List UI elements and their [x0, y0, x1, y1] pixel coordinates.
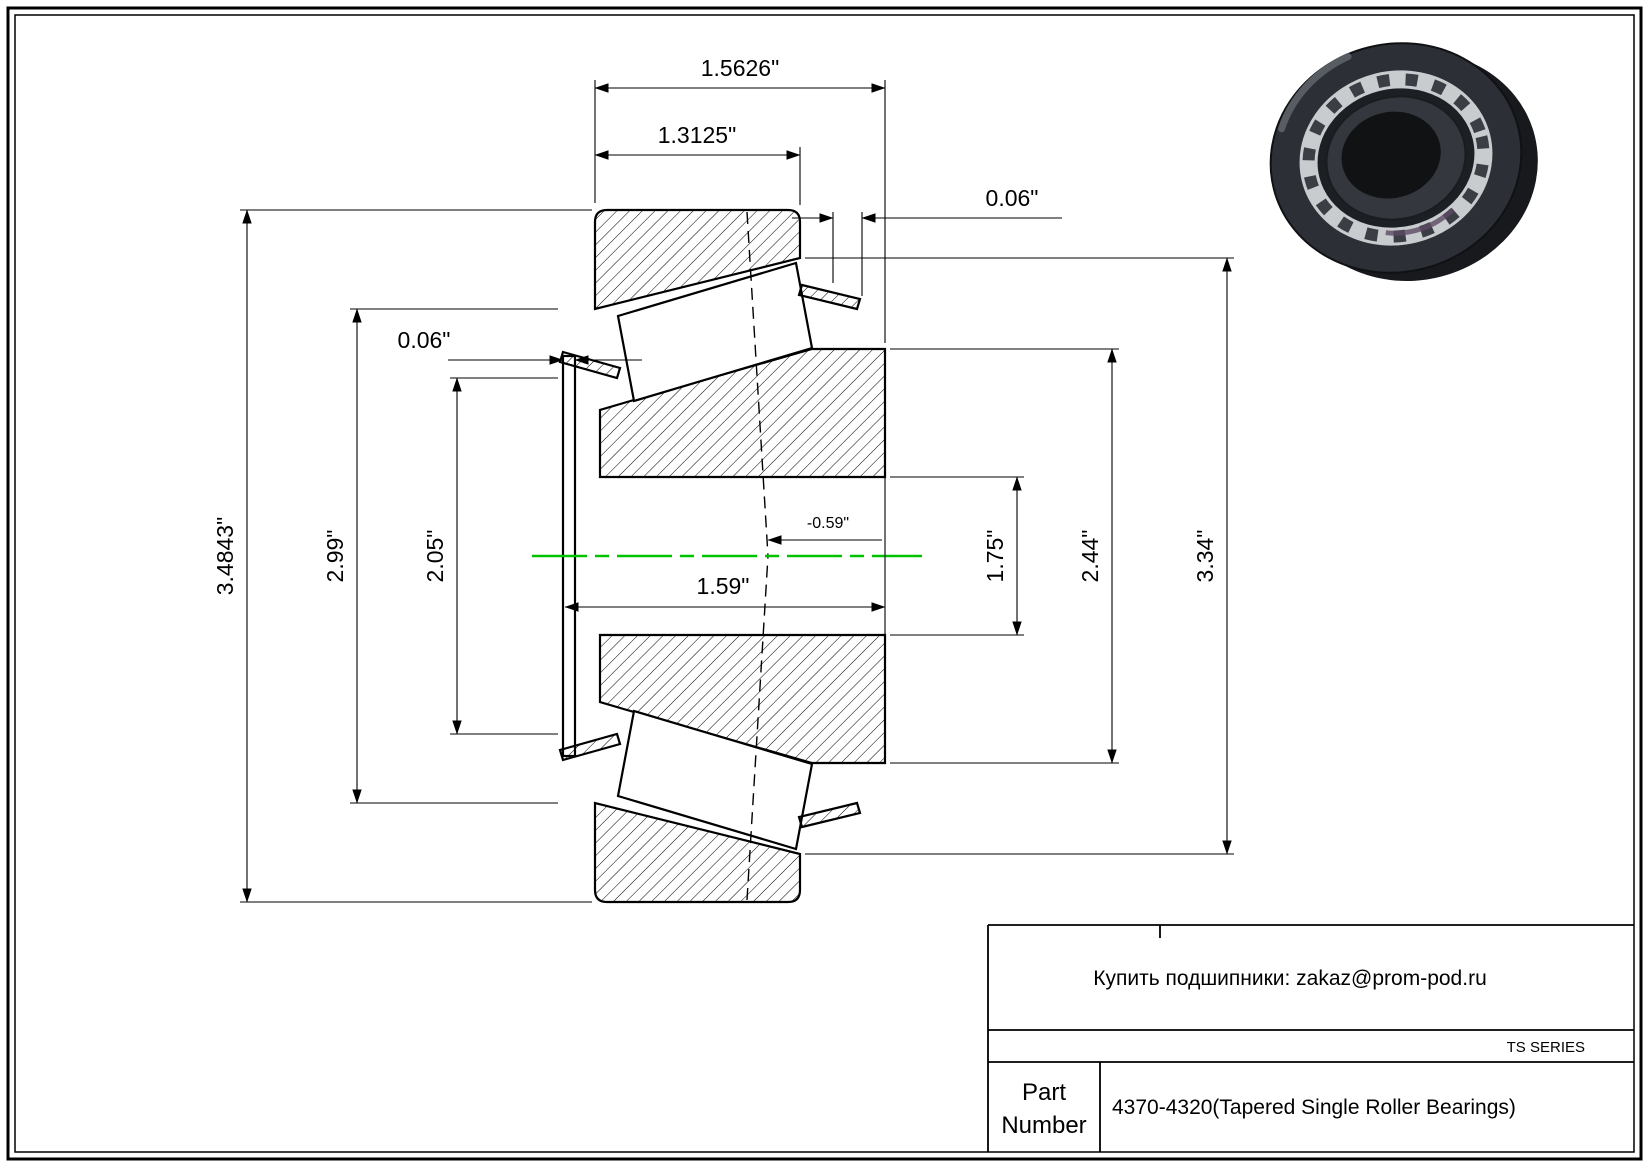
bearing-photo: [1269, 42, 1538, 281]
dim-bore: 1.75": [890, 476, 1024, 636]
dim-cup-width-label: 1.3125": [658, 122, 737, 148]
dim-cone-width-label: 1.59": [697, 573, 750, 599]
part-number-value: 4370-4320(Tapered Single Roller Bearings…: [1112, 1096, 1516, 1119]
dim-cone-od: 2.44": [890, 348, 1119, 764]
dim-standout-left: 0.06": [398, 327, 642, 365]
dim-cone-width: 1.59": [564, 477, 886, 635]
dim-outer-diameter: 3.4843": [212, 209, 592, 903]
dim-cup-inner: 2.99": [322, 308, 558, 804]
sheet-frame: [6, 6, 1643, 1161]
roller-top: [616, 261, 814, 403]
part-label-line1: Part: [1022, 1079, 1066, 1106]
series-label: TS SERIES: [1507, 1039, 1585, 1056]
vendor-contact-text: Купить подшипники: zakaz@prom-pod.ru: [1093, 967, 1487, 990]
dim-cage-inner: 2.05": [422, 377, 558, 735]
dimensions: 1.5626" 1.3125" 0.06" 0.06" 3.4843": [212, 55, 1234, 903]
dim-effective-center-label: -0.59": [807, 515, 849, 532]
dim-cone-od-label: 2.44": [1077, 530, 1103, 583]
dim-overall-width: 1.5626": [594, 55, 886, 343]
dim-race-od-label: 3.34": [1192, 530, 1218, 583]
dim-outer-diameter-label: 3.4843": [212, 517, 238, 596]
dim-standout-right-label: 0.06": [986, 185, 1039, 211]
cage-lip-bottom-right: [797, 801, 862, 829]
dim-standout-right: 0.06": [792, 185, 1062, 296]
title-block: Купить подшипники: zakaz@prom-pod.ru TS …: [987, 924, 1634, 1152]
dim-cup-inner-label: 2.99": [322, 530, 348, 583]
part-label-line2: Number: [1001, 1112, 1086, 1139]
dim-race-od: 3.34": [805, 257, 1234, 855]
dim-standout-left-label: 0.06": [398, 327, 451, 353]
dim-effective-center: -0.59": [767, 515, 882, 545]
roller-axis-bottom: [746, 555, 769, 901]
cage-lip-bottom-left: [558, 732, 622, 762]
dim-overall-width-label: 1.5626": [701, 55, 780, 81]
bearing-cross-section: [532, 208, 922, 904]
bearing-purple-tint: [1385, 208, 1454, 236]
bearing-highlight: [1278, 53, 1352, 133]
roller-bottom: [616, 709, 814, 851]
bearing-bore: [1341, 111, 1441, 199]
dim-cage-inner-label: 2.05": [422, 530, 448, 583]
cage-lip-top-right: [797, 283, 862, 311]
dim-bore-label: 1.75": [982, 530, 1008, 583]
roller-axis-top: [746, 211, 769, 557]
dim-cup-width: 1.3125": [594, 122, 801, 205]
